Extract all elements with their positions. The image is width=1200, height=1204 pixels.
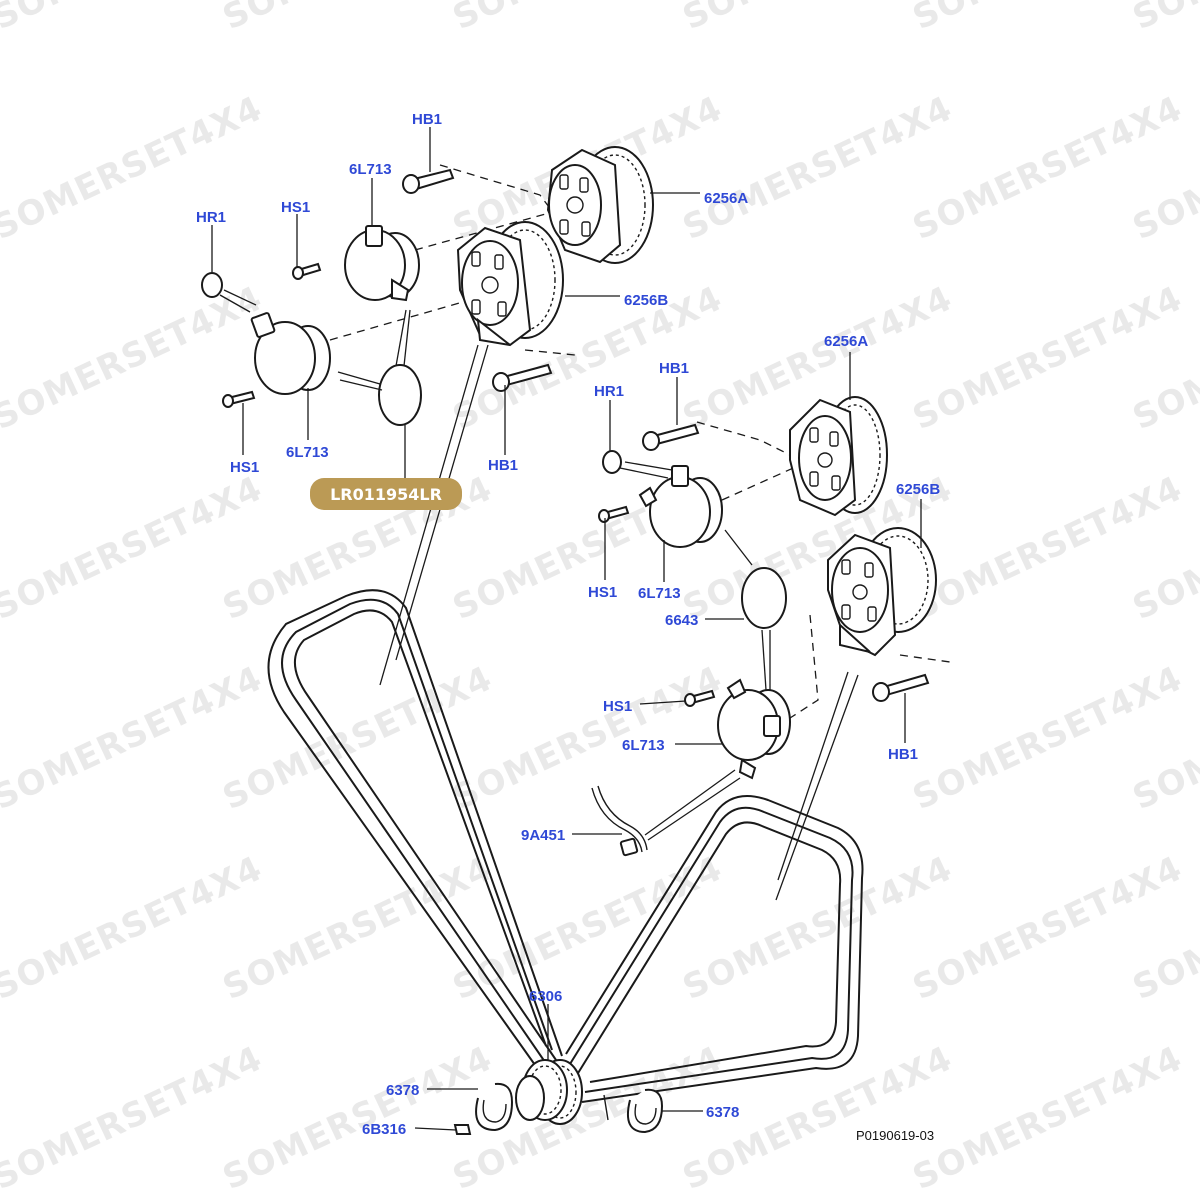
- leader-line: [775, 674, 859, 901]
- callout-hr1: HR1: [196, 209, 226, 226]
- alignment-line: [789, 614, 819, 719]
- callout-hs1: HS1: [588, 584, 617, 601]
- vct-solenoid-6l713-upper: [344, 225, 420, 302]
- o-ring-hr1-lower: [602, 450, 622, 474]
- vct-solenoid-6l713-lower: [717, 678, 791, 780]
- screw-hs1-lower: [684, 689, 716, 707]
- part-number-badge-background: [310, 478, 462, 510]
- thrust-washer-6378-left: [475, 1082, 514, 1132]
- callout-6306: 6306: [529, 988, 562, 1005]
- woodruff-key-6b316: [453, 1124, 472, 1135]
- callout-hb1: HB1: [659, 360, 689, 377]
- screw-hs1-left: [222, 390, 256, 408]
- callout-6l713: 6L713: [349, 161, 392, 178]
- callout-hs1: HS1: [603, 698, 632, 715]
- screw-hs1-upper: [292, 262, 322, 280]
- leader-line: [777, 671, 849, 881]
- crankshaft-sprocket-6306: [515, 1059, 583, 1125]
- watermark: SOMERSET4X4: [1127, 0, 1200, 38]
- alignment-line: [439, 164, 556, 216]
- leader-line: [619, 467, 669, 479]
- callout-leaders: [211, 127, 922, 1131]
- callout-6643: 6643: [665, 612, 698, 629]
- bolt-hb1-right-lower: [872, 673, 930, 702]
- watermark: SOMERSET4X4: [0, 88, 269, 248]
- bolt-hb1-upper: [402, 168, 455, 194]
- screw-hs1-right: [598, 505, 630, 523]
- alignment-line: [721, 464, 801, 501]
- leader-line: [219, 294, 251, 313]
- vct-solenoid-6l713-left: [250, 312, 331, 395]
- seal-ring: [378, 364, 422, 426]
- leader-line: [624, 461, 673, 471]
- callout-6l713: 6L713: [622, 737, 665, 754]
- camshaft-sprocket-6256b-upper: [456, 221, 564, 347]
- callout-labels: HB1 6L713 HR1 HS1 6256A 6256B HS1 6L713 …: [196, 111, 940, 1138]
- watermark: SOMERSET4X4: [0, 278, 269, 438]
- leader-line: [403, 309, 411, 367]
- callout-hs1: HS1: [230, 459, 259, 476]
- alignment-line: [899, 654, 951, 663]
- leader-line: [395, 309, 407, 367]
- camshaft-position-sensor-9a451: [591, 769, 741, 857]
- leader-line: [337, 371, 381, 385]
- callout-hb1: HB1: [888, 746, 918, 763]
- callout-hb1: HB1: [412, 111, 442, 128]
- part-number-badge-label: LR011954LR: [330, 485, 442, 504]
- alignment-line: [329, 299, 471, 341]
- shaft-marker: [603, 1094, 609, 1121]
- leader-line: [339, 379, 383, 391]
- callout-6b316: 6B316: [362, 1121, 406, 1138]
- camshaft-sprocket-6256a-lower: [789, 396, 888, 517]
- callout-6256b: 6256B: [896, 481, 940, 498]
- leader-line: [761, 629, 767, 691]
- callout-9a451: 9A451: [521, 827, 565, 844]
- drawing-code: P0190619-03: [856, 1128, 934, 1143]
- o-ring-hr1-upper: [201, 272, 223, 298]
- leader-line: [223, 289, 257, 306]
- callout-hs1: HS1: [281, 199, 310, 216]
- callout-hb1: HB1: [488, 457, 518, 474]
- callout-6256b: 6256B: [624, 292, 668, 309]
- timing-belt-left: [267, 589, 563, 1073]
- vct-solenoid-6l713-right: [638, 465, 723, 548]
- callout-6256a: 6256A: [824, 333, 868, 350]
- leader-line: [379, 344, 479, 686]
- callout-6378: 6378: [386, 1082, 419, 1099]
- thrust-washer-6378-right: [626, 1088, 664, 1134]
- callout-6l713: 6L713: [286, 444, 329, 461]
- callout-6378: 6378: [706, 1104, 739, 1121]
- callout-hr1: HR1: [594, 383, 624, 400]
- part-number-badge[interactable]: LR011954LR: [310, 478, 462, 510]
- alignment-line: [696, 421, 801, 461]
- camshaft-sprocket-6256b-lower: [827, 527, 937, 657]
- callout-6l713: 6L713: [638, 585, 681, 602]
- bolt-hb1-right-upper: [642, 423, 700, 451]
- seal-ring-6643: [741, 567, 787, 629]
- camshaft-sprocket-6256a-upper: [546, 146, 654, 264]
- callout-6256a: 6256A: [704, 190, 748, 207]
- timing-belt-right: [565, 795, 864, 1103]
- leader-line: [724, 529, 753, 566]
